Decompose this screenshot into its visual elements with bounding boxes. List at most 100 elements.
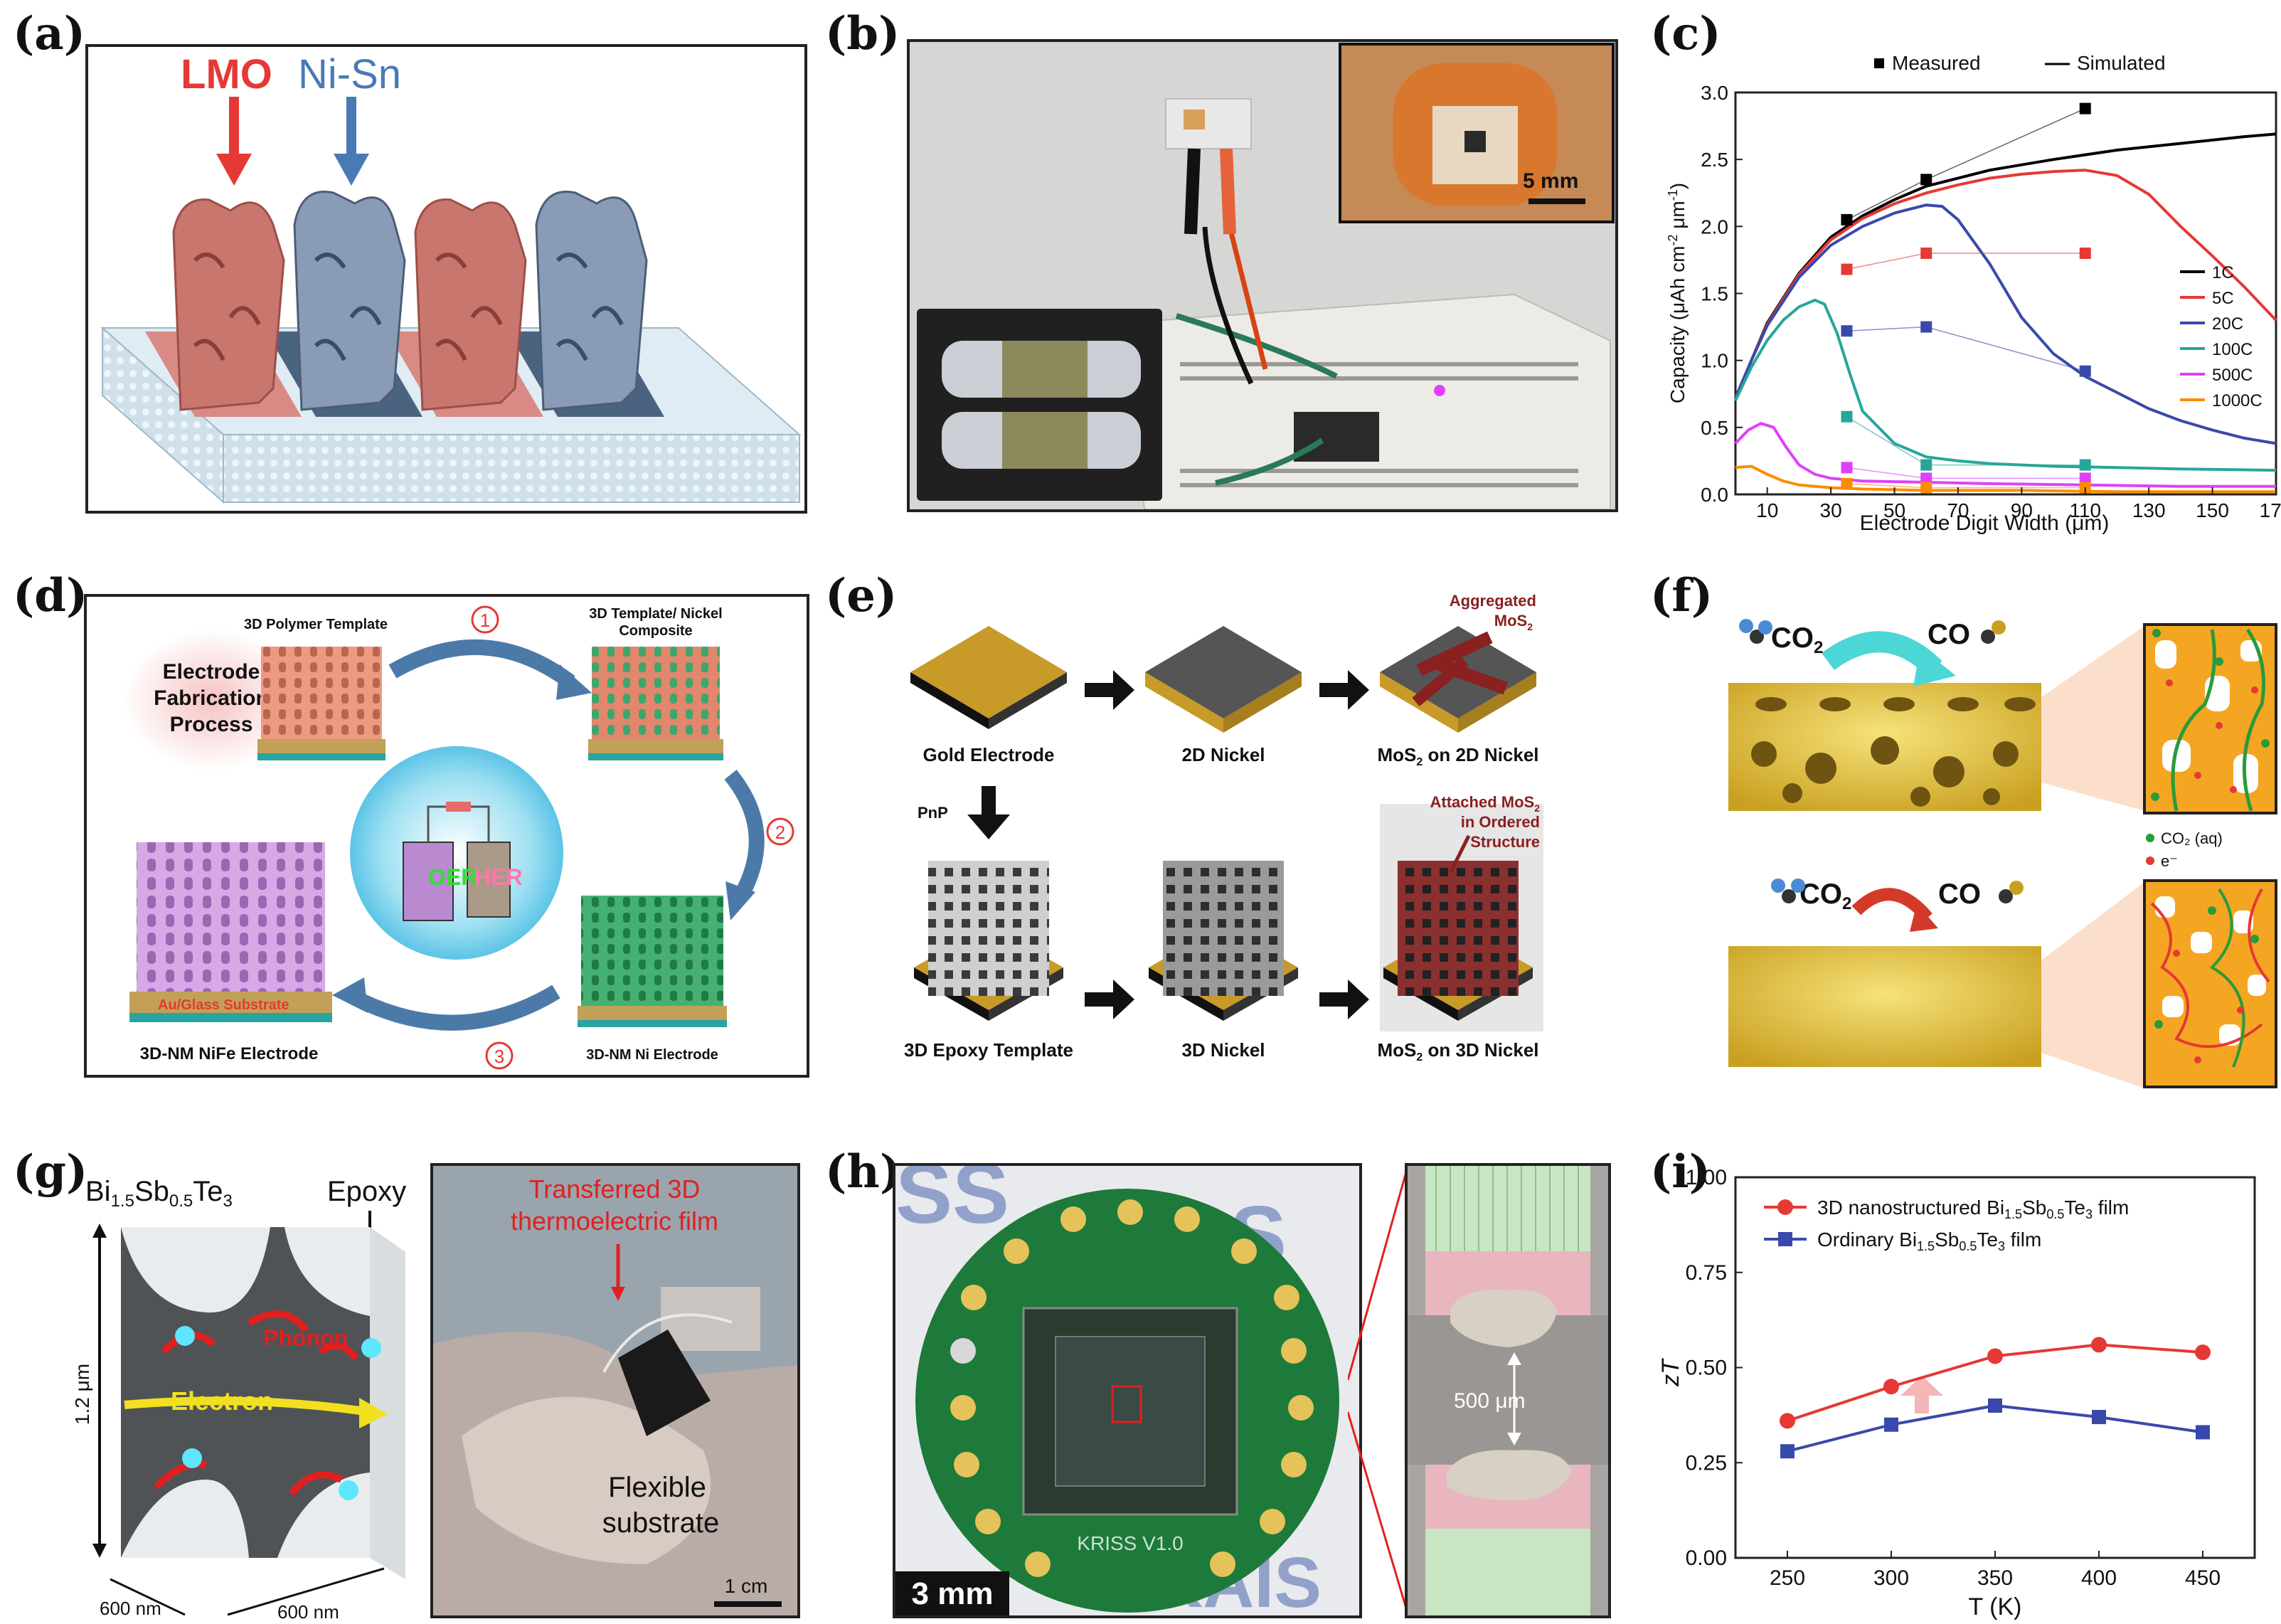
panel-label-e: (e) bbox=[825, 569, 898, 622]
process-label-1: Electrode bbox=[163, 660, 260, 684]
nisn-pillar-2 bbox=[535, 191, 648, 411]
simulated-line-5C bbox=[1734, 169, 2277, 399]
ni-electrode-title: 3D-NM Ni Electrode bbox=[586, 1047, 718, 1063]
simulated-line-500C bbox=[1734, 422, 2276, 488]
panel-label-c: (c) bbox=[1650, 7, 1721, 60]
epoxy-label: Epoxy bbox=[327, 1176, 406, 1207]
panel-g-photo: Transferred 3D thermoelectric film Flexi… bbox=[430, 1163, 800, 1618]
co2-label-bottom: CO2 bbox=[1799, 879, 1851, 913]
measured-point-1C bbox=[1920, 174, 1932, 186]
y-tick-label: 2.0 bbox=[1701, 216, 1728, 238]
gold-electrode-plate bbox=[910, 626, 1067, 718]
data-point-ordinary bbox=[1988, 1399, 2002, 1413]
mos2-3d-label: MoS2 on 3D Nickel bbox=[1377, 1039, 1538, 1063]
zoom-lines bbox=[1348, 1164, 1410, 1616]
legend-co2-label: CO₂ (aq) bbox=[2161, 829, 2223, 847]
oer-label: OER bbox=[428, 864, 477, 890]
legend-label-100C: 100C bbox=[2212, 340, 2253, 359]
legend-ordinary-label: Ordinary Bi1.5Sb0.5Te3 film bbox=[1817, 1228, 2041, 1253]
measured-point-20C bbox=[1920, 321, 1932, 333]
height-label: 1.2 μm bbox=[71, 1364, 93, 1425]
panel-label-b: (b) bbox=[825, 7, 900, 60]
data-point-3d bbox=[2091, 1337, 2107, 1353]
mos2-3d-block bbox=[1398, 861, 1519, 996]
measured-point-1C bbox=[1841, 213, 1853, 225]
capacity-chart: 10305070901101301501700.00.51.01.52.02.5… bbox=[1666, 52, 2281, 535]
x-tick-label: 90 bbox=[2011, 499, 2033, 521]
dense-gold-block bbox=[1728, 946, 2041, 1067]
epoxy-template-label: 3D Epoxy Template bbox=[904, 1039, 1073, 1061]
step-2: 2 bbox=[775, 822, 785, 843]
pnp-label: PnP bbox=[918, 804, 948, 822]
sample-bottom bbox=[1447, 1450, 1571, 1500]
x-tick-label: 400 bbox=[2081, 1566, 2117, 1590]
gold-electrode-label: Gold Electrode bbox=[923, 744, 1055, 765]
measured-point-20C bbox=[1841, 325, 1853, 337]
her-label: HER bbox=[474, 864, 523, 890]
legend-label-500C: 500C bbox=[2212, 366, 2253, 385]
attached-label-2: in Ordered bbox=[1461, 813, 1540, 831]
x-tick-label: 110 bbox=[2069, 499, 2101, 521]
measured-point-1000C bbox=[1841, 477, 1853, 489]
nife-electrode-title: 3D-NM NiFe Electrode bbox=[140, 1044, 319, 1063]
data-point-3d bbox=[1987, 1348, 2003, 1364]
y-tick-label: 1.5 bbox=[1701, 283, 1728, 305]
y-tick-label: 0.50 bbox=[1686, 1357, 1727, 1380]
polymer-template-block bbox=[261, 647, 382, 739]
panel-e-figure: Gold Electrode 2D Nickel Aggregated MoS2… bbox=[904, 592, 1543, 1063]
thermoelectric-film bbox=[618, 1330, 711, 1436]
y-tick-label: 1.00 bbox=[1686, 1166, 1727, 1189]
measured-connector-100C bbox=[1846, 416, 2085, 466]
panel-a-figure: LMO Ni-Sn bbox=[85, 44, 807, 514]
measured-point-100C bbox=[2079, 459, 2091, 471]
measured-connector-1C bbox=[1846, 107, 2086, 221]
3d-nickel-label: 3D Nickel bbox=[1181, 1039, 1265, 1061]
phonon-label: Phonon bbox=[263, 1325, 348, 1351]
polymer-template-title: 3D Polymer Template bbox=[244, 617, 388, 632]
width-label-1: 600 nm bbox=[100, 1598, 161, 1619]
electron-label: Electron bbox=[171, 1386, 273, 1416]
x-tick-label: 300 bbox=[1873, 1566, 1909, 1590]
zoom-box-bottom bbox=[2143, 879, 2277, 1088]
zoom-box-top bbox=[2143, 623, 2277, 814]
y-tick-label: 0.00 bbox=[1686, 1546, 1727, 1570]
electrolysis-sphere bbox=[350, 746, 563, 960]
simulated-line-20C bbox=[1734, 203, 2277, 445]
transferred-label-2: thermoelectric film bbox=[511, 1206, 718, 1236]
flexible-label-2: substrate bbox=[602, 1507, 720, 1539]
panel-f-figure: CO2 CO CO2 CO CO₂ (aq) e⁻ bbox=[1728, 619, 2277, 1088]
measured-point-100C bbox=[1920, 459, 1932, 471]
lmo-pillar bbox=[172, 198, 285, 411]
panel-h-zoom: 500 μm bbox=[1405, 1163, 1611, 1618]
simulated-line-100C bbox=[1734, 298, 2277, 472]
y-tick-label: 2.5 bbox=[1701, 149, 1728, 171]
data-point-ordinary bbox=[1884, 1417, 1898, 1432]
legend-ordinary-marker bbox=[1778, 1232, 1792, 1246]
panel-g-schematic: Bi1.5Sb0.5Te3 Epoxy Phonon Electron 1.2 … bbox=[71, 1176, 406, 1622]
lmo-label: LMO bbox=[181, 51, 272, 97]
panel-h-photo: SSSKAIS KRISS V1.0 3 mm bbox=[893, 1163, 1362, 1618]
aggregated-mos2-flakes bbox=[1412, 631, 1508, 707]
legend-label-5C: 5C bbox=[2212, 289, 2234, 308]
panel-label-d: (d) bbox=[13, 569, 88, 622]
measured-point-5C bbox=[1920, 248, 1932, 259]
measured-connector-5C bbox=[1846, 253, 2085, 270]
epoxy-template-block bbox=[928, 861, 1049, 996]
x-tick-label: 170 bbox=[2260, 499, 2281, 521]
mos2-2d-label: MoS2 on 2D Nickel bbox=[1377, 744, 1538, 768]
data-point-ordinary bbox=[2092, 1410, 2106, 1425]
lmo-pillar-2 bbox=[414, 198, 527, 411]
chart-i-ylabel: zT bbox=[1657, 1358, 1684, 1387]
attached-label-1: Attached MoS2 bbox=[1430, 793, 1541, 814]
legend-electron-label: e⁻ bbox=[2161, 852, 2178, 870]
legend-label-1C: 1C bbox=[2212, 263, 2234, 282]
measured-point-1000C bbox=[1920, 482, 1932, 494]
panel-label-g: (g) bbox=[13, 1145, 88, 1199]
measured-point-500C bbox=[1920, 472, 1932, 484]
chart-i-xlabel: T (K) bbox=[1969, 1593, 2022, 1620]
panel-label-h: (h) bbox=[825, 1145, 902, 1199]
y-tick-label: 0.75 bbox=[1686, 1261, 1727, 1285]
aggregated-label-2: MoS2 bbox=[1494, 612, 1533, 632]
substrate-label: Au/Glass Substrate bbox=[158, 997, 289, 1013]
y-tick-label: 1.0 bbox=[1701, 350, 1728, 372]
